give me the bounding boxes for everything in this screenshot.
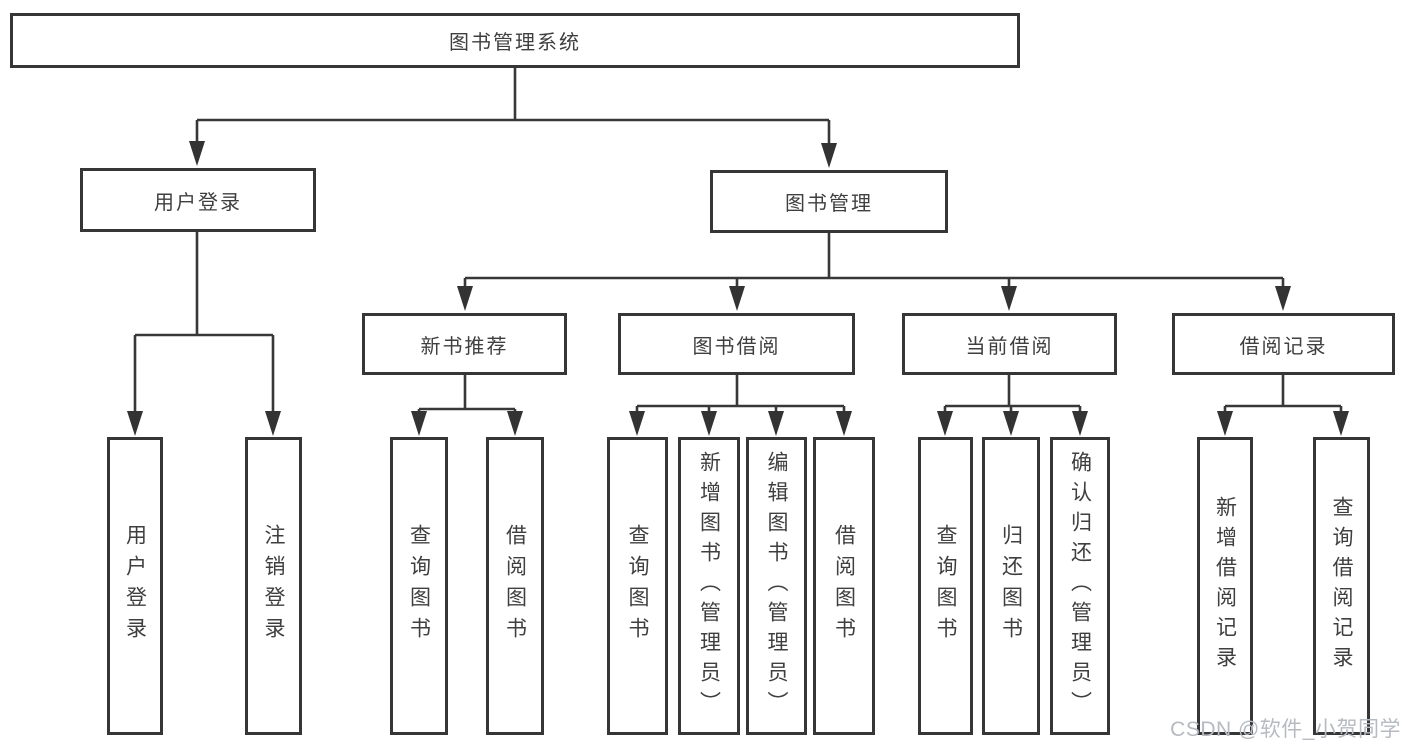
leaf-label: 注销登录 bbox=[262, 524, 285, 648]
leaf-return-books: 归还图书 bbox=[982, 437, 1040, 735]
node-label: 图书借阅 bbox=[692, 335, 781, 358]
node-user-login: 用户登录 bbox=[80, 168, 316, 232]
csdn-watermark: CSDN @软件_小贺同学 bbox=[1170, 718, 1401, 741]
leaf-label: 编辑图书（管理员） bbox=[765, 451, 788, 721]
leaf-add-books-admin: 新增图书（管理员） bbox=[678, 437, 740, 735]
leaf-label: 查询借阅记录 bbox=[1330, 496, 1353, 676]
leaf-label: 借阅图书 bbox=[503, 524, 527, 648]
leaf-label: 用户登录 bbox=[123, 524, 147, 648]
leaf-label: 借阅图书 bbox=[832, 524, 856, 648]
node-label: 当前借阅 bbox=[965, 335, 1054, 358]
leaf-borrow-books-recommend: 借阅图书 bbox=[486, 437, 544, 735]
leaf-label: 查询图书 bbox=[934, 524, 957, 648]
node-new-book-recommendation: 新书推荐 bbox=[362, 313, 567, 375]
leaf-label: 新增借阅记录 bbox=[1213, 496, 1237, 676]
leaf-label: 新增图书（管理员） bbox=[697, 451, 721, 721]
node-book-management: 图书管理 bbox=[710, 170, 948, 233]
node-label: 图书管理 bbox=[785, 193, 873, 215]
node-label: 图书管理系统 bbox=[449, 32, 581, 54]
leaf-query-books-current: 查询图书 bbox=[918, 437, 973, 735]
leaf-label: 查询图书 bbox=[407, 524, 431, 648]
leaf-borrow-books: 借阅图书 bbox=[813, 437, 875, 735]
node-current-borrowing: 当前借阅 bbox=[902, 313, 1117, 375]
leaf-label: 归还图书 bbox=[999, 524, 1023, 648]
leaf-query-books-borrow: 查询图书 bbox=[607, 437, 668, 735]
node-library-management-system: 图书管理系统 bbox=[10, 13, 1020, 68]
leaf-add-borrow-record: 新增借阅记录 bbox=[1197, 437, 1253, 735]
node-book-borrowing: 图书借阅 bbox=[618, 313, 855, 375]
leaf-logout: 注销登录 bbox=[245, 437, 302, 735]
node-label: 用户登录 bbox=[154, 191, 242, 214]
leaf-user-login: 用户登录 bbox=[107, 437, 163, 735]
node-label: 新书推荐 bbox=[420, 335, 509, 358]
leaf-label: 查询图书 bbox=[626, 524, 649, 648]
leaf-edit-books-admin: 编辑图书（管理员） bbox=[746, 437, 807, 735]
node-borrowing-records: 借阅记录 bbox=[1172, 313, 1395, 375]
node-label: 借阅记录 bbox=[1239, 335, 1328, 358]
leaf-confirm-return-admin: 确认归还（管理员） bbox=[1050, 437, 1110, 735]
leaf-query-books-recommend: 查询图书 bbox=[390, 437, 448, 735]
leaf-query-borrow-record: 查询借阅记录 bbox=[1313, 437, 1370, 735]
leaf-label: 确认归还（管理员） bbox=[1068, 451, 1092, 721]
